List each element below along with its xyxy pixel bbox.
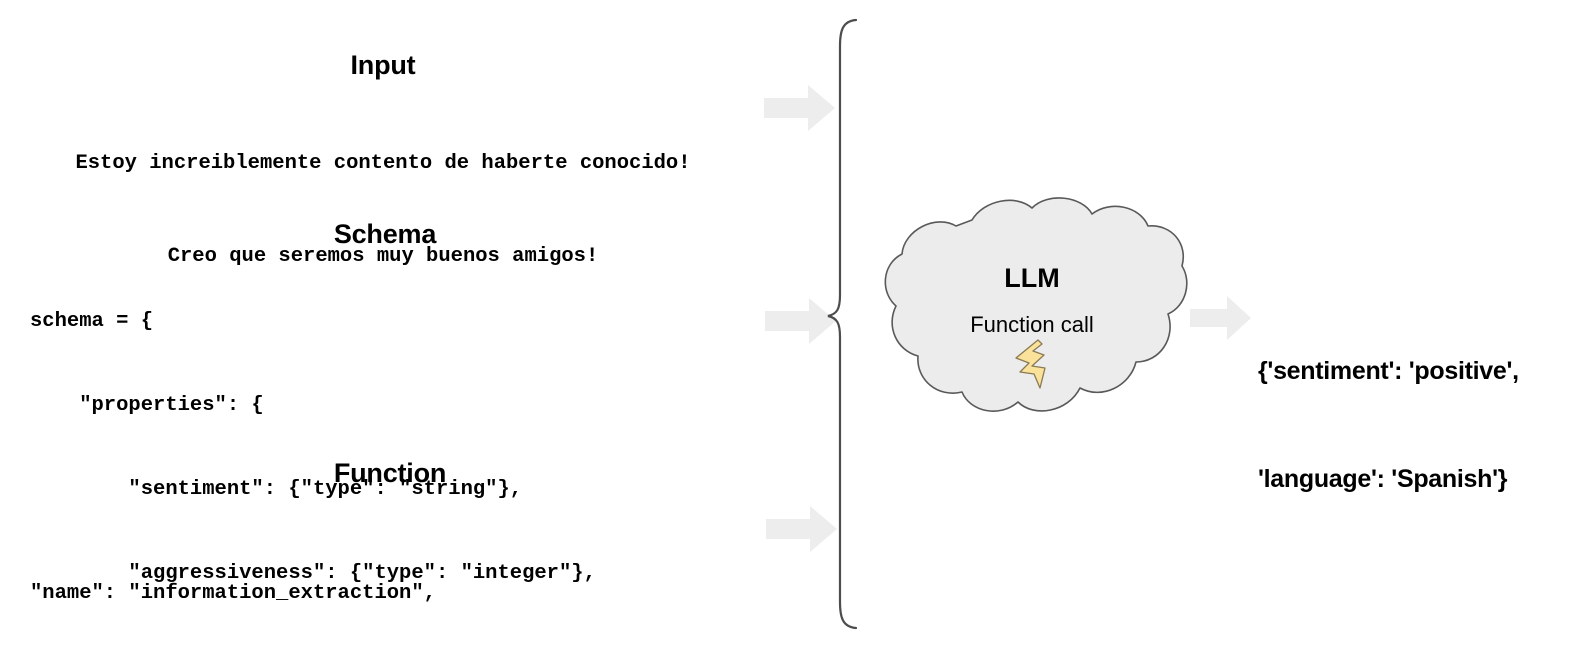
llm-cloud-shape bbox=[884, 197, 1188, 412]
schema-line: "properties": { bbox=[30, 394, 264, 417]
lightning-bolt-icon bbox=[1015, 339, 1046, 389]
schema-to-llm-arrow bbox=[765, 298, 836, 344]
schema-heading: Schema bbox=[333, 219, 437, 249]
output-line: 'language': 'Spanish'} bbox=[1258, 465, 1508, 493]
function-line: "name": "information_extraction", bbox=[30, 582, 436, 605]
schema-line: "aggressiveness": {"type": "integer"}, bbox=[30, 562, 596, 585]
grouping-brace bbox=[827, 18, 858, 630]
function-to-llm-arrow bbox=[766, 506, 837, 552]
input-text-block: Estoy increiblemente contento de haberte… bbox=[0, 86, 766, 334]
input-heading: Input bbox=[350, 50, 416, 80]
input-line: Creo que seremos muy buenos amigos! bbox=[167, 245, 599, 268]
input-to-llm-arrow bbox=[764, 85, 835, 131]
output-line: {'sentiment': 'positive', bbox=[1258, 357, 1519, 385]
schema-line: "sentiment": {"type": "string"}, bbox=[30, 478, 523, 501]
llm-to-output-arrow bbox=[1190, 296, 1251, 340]
function-heading: Function bbox=[333, 458, 447, 488]
llm-subtitle: Function call bbox=[970, 312, 1094, 337]
input-line: Estoy increiblemente contento de haberte… bbox=[75, 152, 691, 175]
schema-line: schema = { bbox=[30, 310, 154, 333]
output-result-text: {'sentiment': 'positive', 'language': 'S… bbox=[1258, 281, 1519, 569]
function-code-block: "name": "information_extraction", "descr… bbox=[30, 491, 719, 647]
llm-title: LLM bbox=[1004, 263, 1060, 293]
